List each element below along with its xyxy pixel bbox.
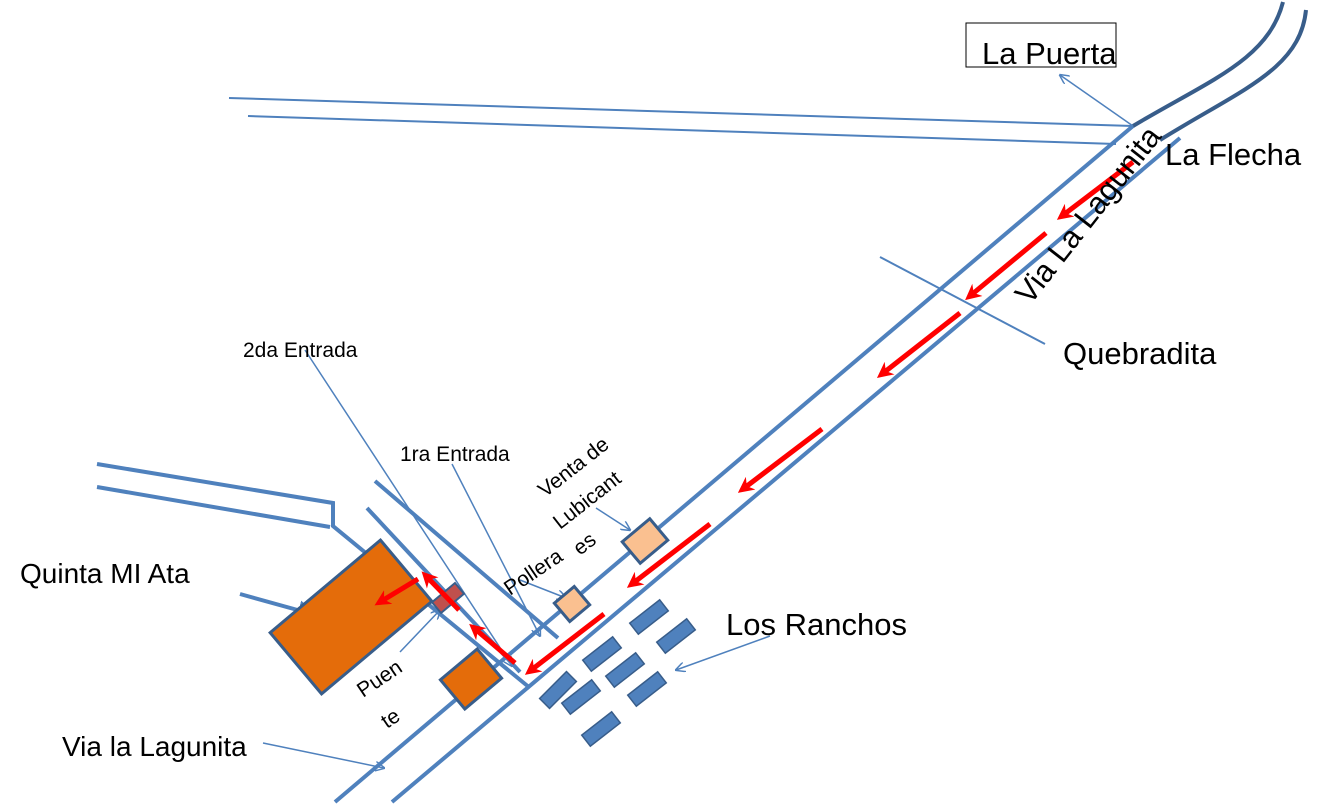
venta-label-line3: es: [569, 528, 601, 560]
via-la-lagunita-diagonal-label: Via La Lagunita: [1008, 119, 1168, 310]
route-arrows: [374, 160, 1135, 675]
rancho-house: [538, 670, 578, 710]
rancho-house: [560, 678, 602, 716]
left-road: [96, 462, 560, 690]
rancho-house: [580, 710, 622, 748]
small-orange-building: [438, 646, 504, 712]
rancho-house: [604, 651, 646, 689]
la-flecha-label: La Flecha: [1165, 137, 1302, 172]
los-ranchos-houses: [538, 598, 697, 748]
quebradita-label: Quebradita: [1063, 336, 1217, 371]
route-arrow: [524, 612, 606, 675]
rancho-house: [655, 617, 697, 655]
rancho-house: [581, 635, 623, 673]
pointer-lines: [239, 75, 1134, 768]
route-arrow: [421, 571, 461, 612]
route-arrow: [374, 576, 420, 606]
route-arrow: [737, 427, 824, 493]
route-arrow: [876, 311, 962, 378]
route-arrow: [469, 623, 517, 665]
quinta-label: Quinta MI Ata: [20, 558, 190, 589]
pollera-label: Pollera: [500, 544, 567, 600]
primera-entrada-label: 1ra Entrada: [400, 443, 510, 466]
via-la-lagunita-bottom-label: Via la Lagunita: [62, 731, 247, 762]
rancho-house: [626, 670, 668, 708]
quinta-building: [268, 537, 434, 697]
route-arrow: [626, 522, 712, 588]
north-road: [1131, 1, 1308, 142]
rancho-house: [628, 598, 670, 636]
venta-building: [620, 516, 670, 566]
la-puerta-box: [965, 22, 1117, 68]
puente-label-line2: te: [377, 704, 404, 733]
los-ranchos-label: Los Ranchos: [726, 607, 907, 642]
buildings: [268, 516, 670, 712]
quebradita-stream: [879, 256, 1046, 345]
route-arrow: [965, 231, 1048, 301]
upper-horizontal-road: [228, 97, 1134, 145]
pollera-building: [552, 584, 592, 624]
route-arrow: [1056, 160, 1135, 220]
la-puerta-label: La Puerta: [982, 36, 1117, 71]
segunda-entrada-label: 2da Entrada: [243, 339, 358, 362]
